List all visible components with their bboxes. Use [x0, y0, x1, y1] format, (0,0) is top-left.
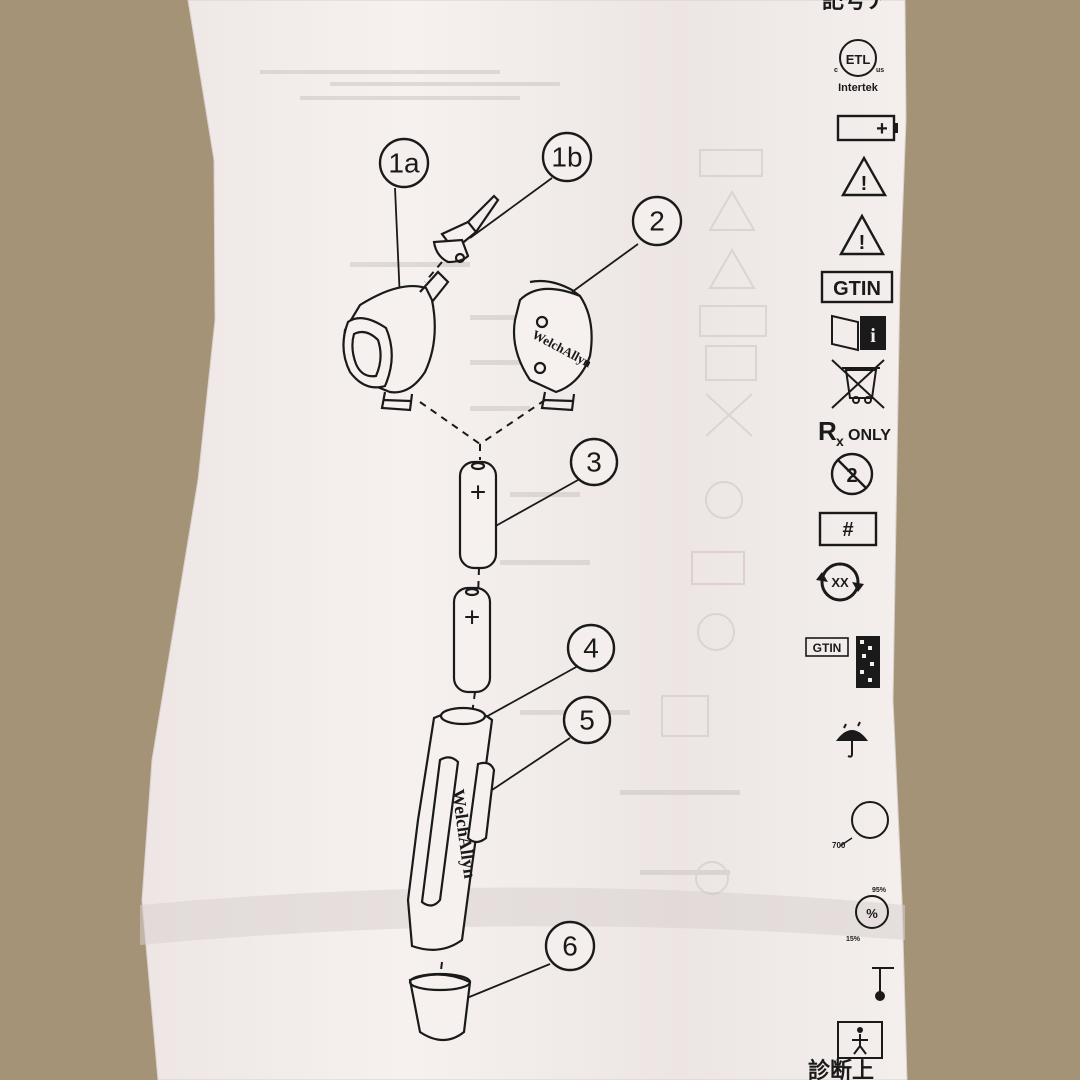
- callout-1a: 1a: [388, 148, 420, 179]
- callout-5: 5: [579, 705, 595, 736]
- svg-text:XX: XX: [831, 575, 849, 590]
- speculum-tip-1b: [432, 194, 500, 264]
- callout-1b: 1b: [551, 142, 582, 173]
- svg-text:95%: 95%: [872, 887, 887, 894]
- svg-text:i: i: [870, 325, 876, 347]
- instruction-sheet: [141, 0, 908, 1080]
- battery-symbol: +: [836, 114, 898, 142]
- svg-text:GTIN: GTIN: [833, 278, 881, 300]
- battery-lower: [452, 586, 492, 694]
- svg-text:2: 2: [846, 465, 857, 487]
- svg-text:#: #: [842, 519, 853, 541]
- otoscope-head-1a: [342, 270, 450, 412]
- top-header: 記号ア: [822, 0, 888, 13]
- callout-4-circle: [566, 623, 616, 673]
- svg-text:%: %: [866, 906, 878, 921]
- svg-text:!: !: [859, 232, 866, 254]
- svg-text:x: x: [836, 433, 844, 449]
- caution-icon: !: [838, 213, 886, 256]
- ophthalmoscope-head-2: WelchAllyn: [512, 279, 595, 412]
- otoscope-exploded-diagram: WelchAllyn WelchAllyn: [342, 177, 639, 1042]
- callout-3: 3: [586, 447, 602, 478]
- symbol-column: 記号ア ETL c us Intertek + ! ! GTIN: [805, 0, 898, 1080]
- callouts: 1a 1b 2 3 4 5 6: [378, 131, 683, 972]
- battery-lower-plus: +: [464, 602, 480, 633]
- humidity-icon: % 95% 15%: [846, 887, 889, 943]
- applied-part-icon: [837, 1021, 883, 1059]
- gtin-barcode: GTIN: [805, 636, 880, 688]
- etl-mark: ETL c us Intertek: [834, 39, 884, 94]
- battery-upper: [458, 460, 498, 570]
- svg-text:GTIN: GTIN: [813, 641, 842, 655]
- callout-4: 4: [583, 633, 599, 664]
- end-cap-6: [408, 972, 472, 1042]
- recycle-icon: XX: [816, 562, 864, 602]
- callout-6-circle: [544, 920, 596, 972]
- svg-text:ONLY: ONLY: [848, 427, 891, 444]
- bottom-header: 診断上: [808, 1058, 874, 1080]
- callout-2: 2: [649, 206, 665, 237]
- pressure-icon: 700: [832, 801, 889, 850]
- svg-text:c: c: [834, 67, 838, 74]
- svg-text:!: !: [861, 173, 868, 195]
- leader-lines: [394, 177, 639, 1001]
- single-use-icon: 2: [830, 452, 874, 496]
- svg-text:15%: 15%: [846, 936, 861, 943]
- temperature-icon: [872, 967, 894, 1001]
- callout-2-circle: [631, 195, 683, 247]
- model-number-symbol: #: [818, 511, 878, 547]
- instructions-icon: i: [831, 314, 886, 352]
- handle-4: WelchAllyn: [406, 706, 496, 951]
- svg-text:Intertek: Intertek: [838, 82, 879, 94]
- callout-3-circle: [569, 437, 619, 487]
- svg-text:us: us: [876, 67, 884, 74]
- keep-dry-icon: [835, 721, 869, 758]
- callout-1b-circle: [541, 131, 593, 183]
- svg-text:700: 700: [832, 841, 846, 850]
- gtin-symbol: GTIN: [820, 270, 894, 304]
- svg-text:+: +: [876, 118, 888, 140]
- svg-text:R: R: [818, 416, 837, 446]
- sheet-fold-shadow: [140, 887, 905, 945]
- warning-icon: !: [840, 155, 888, 197]
- battery-upper-plus: +: [470, 477, 486, 508]
- weee-bin-icon: [831, 359, 885, 409]
- callout-6: 6: [562, 931, 578, 962]
- rx-only-symbol: R x ONLY: [818, 416, 891, 449]
- svg-text:ETL: ETL: [846, 52, 871, 67]
- callout-1a-circle: [378, 137, 430, 189]
- callout-5-circle: [562, 695, 612, 745]
